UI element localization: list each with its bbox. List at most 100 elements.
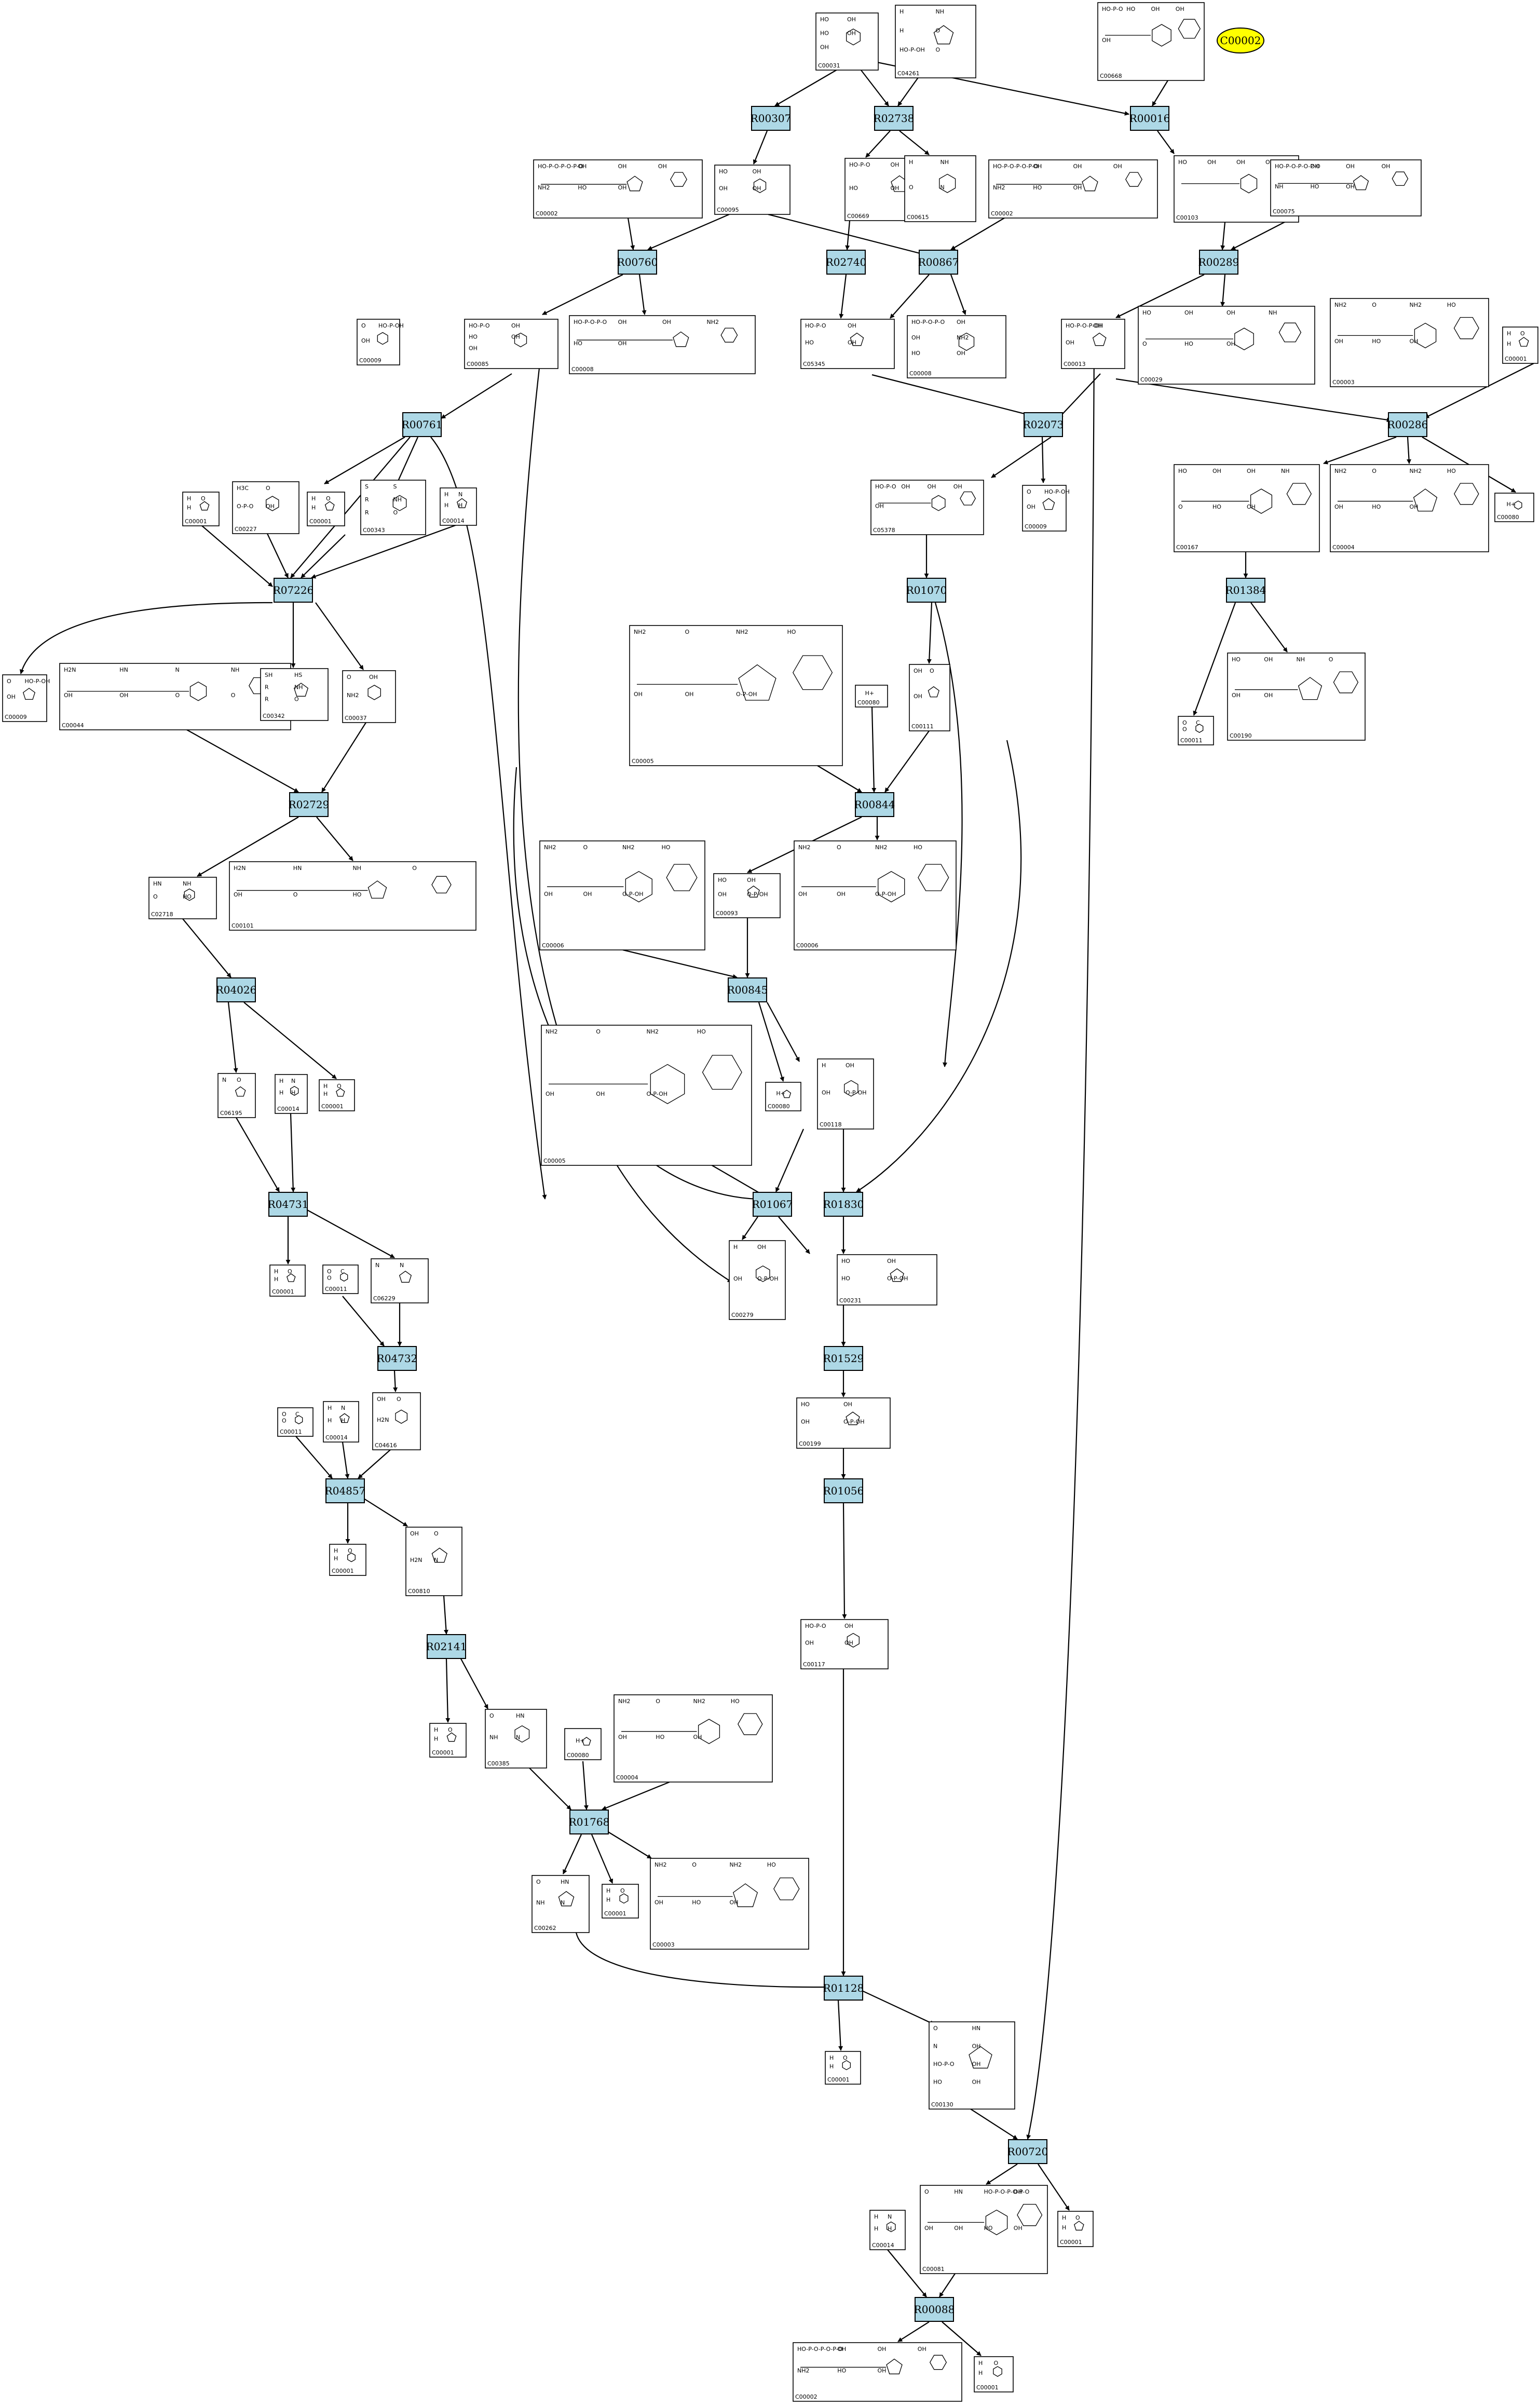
reaction-node[interactable]: R04026 [216,977,257,1002]
reaction-node[interactable]: R04731 [268,1192,309,1217]
reaction-node[interactable]: R04857 [325,1478,366,1503]
reaction-node[interactable]: R00307 [751,106,792,131]
reaction-node[interactable]: R01067 [752,1192,793,1217]
reaction-node[interactable]: R00867 [918,250,959,275]
reaction-node[interactable]: R01128 [823,1976,864,2001]
reaction-node[interactable]: R00844 [854,792,895,817]
compound-node[interactable]: H+C00080 [855,685,888,708]
reaction-node[interactable]: R01529 [823,1346,864,1371]
reaction-node[interactable]: R07226 [273,578,314,603]
reaction-node[interactable]: R01070 [906,578,947,603]
reaction-node[interactable]: R04732 [377,1346,418,1371]
reaction-node[interactable]: R01056 [823,1478,864,1503]
reaction-node[interactable]: R02141 [426,1634,467,1659]
highlight-node[interactable]: C00002 [1217,28,1264,53]
compound-node[interactable]: H+C00080 [1494,493,1534,522]
compound-node[interactable]: H+C00080 [765,1082,801,1111]
reaction-node[interactable]: R00088 [914,2297,955,2322]
reaction-node[interactable]: R00845 [727,977,768,1002]
reaction-node[interactable]: R01384 [1225,578,1266,603]
reaction-node[interactable]: R00761 [402,412,443,437]
reaction-node[interactable]: R01768 [569,1810,610,1834]
reaction-node[interactable]: R02738 [874,106,915,131]
reaction-node[interactable]: R00289 [1198,250,1239,275]
reaction-node[interactable]: R02073 [1023,412,1064,437]
reaction-node[interactable]: R00286 [1387,412,1428,437]
reaction-node[interactable]: R02740 [826,250,867,275]
reaction-node[interactable]: R00760 [617,250,658,275]
reaction-node[interactable]: R02729 [289,792,330,817]
reaction-node[interactable]: R01830 [823,1192,864,1217]
compound-node[interactable]: H+C00080 [564,1728,602,1760]
reaction-node[interactable]: R00016 [1129,106,1170,131]
reaction-node[interactable]: R00720 [1007,2139,1048,2164]
